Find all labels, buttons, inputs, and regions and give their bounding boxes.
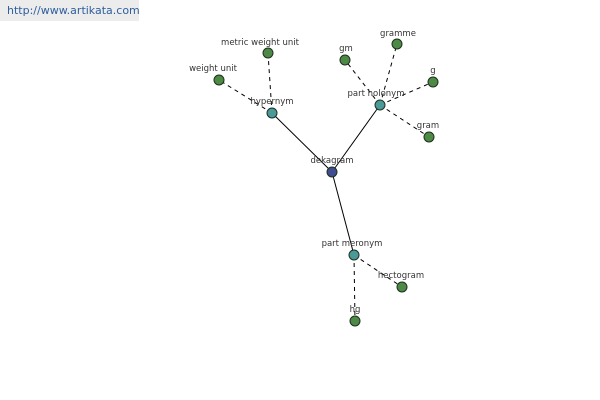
node-label-hypernym[interactable]: hypernym: [250, 97, 293, 107]
node-label-gm[interactable]: gm: [339, 44, 353, 54]
node-hectogram[interactable]: [396, 281, 408, 293]
edge-part-holonym-to-gram: [379, 104, 430, 138]
edge-part-meronym-to-hg: [353, 254, 356, 322]
edge-hypernym-to-weight-unit: [218, 79, 273, 114]
edge-hypernym-to-metric-weight-unit: [267, 52, 273, 114]
node-label-hectogram[interactable]: hectogram: [378, 271, 424, 281]
node-part-holonym[interactable]: [374, 99, 386, 111]
graph-edges: [218, 43, 434, 322]
edge-dekagram-to-part-meronym: [331, 171, 355, 256]
node-label-gramme[interactable]: gramme: [380, 29, 416, 39]
node-metric-weight-unit[interactable]: [262, 47, 274, 59]
node-gram[interactable]: [423, 131, 435, 143]
node-label-part-meronym[interactable]: part meronym: [322, 239, 383, 249]
edge-dekagram-to-part-holonym: [331, 104, 381, 173]
node-hypernym[interactable]: [266, 107, 278, 119]
node-hg[interactable]: [349, 315, 361, 327]
node-label-dekagram[interactable]: dekagram: [311, 156, 354, 166]
node-weight-unit[interactable]: [213, 74, 225, 86]
node-label-weight-unit[interactable]: weight unit: [189, 64, 237, 74]
edge-part-holonym-to-gm: [344, 59, 381, 106]
edge-part-holonym-to-gramme: [379, 43, 398, 106]
edge-part-meronym-to-hectogram: [353, 254, 403, 288]
node-label-part-holonym[interactable]: part holonym: [348, 89, 405, 99]
edge-dekagram-to-hypernym: [271, 112, 333, 173]
graph-labels: dekagram hypernym part holonym part meronym…: [189, 29, 439, 315]
node-g[interactable]: [427, 76, 439, 88]
graph-nodes: [213, 38, 439, 327]
node-label-metric-weight-unit[interactable]: metric weight unit: [221, 38, 300, 48]
node-dekagram[interactable]: [326, 166, 338, 178]
node-label-gram[interactable]: gram: [417, 121, 439, 131]
node-label-g[interactable]: g: [430, 66, 435, 76]
node-label-hg[interactable]: hg: [350, 305, 361, 315]
edge-part-holonym-to-g: [379, 81, 434, 106]
node-gramme[interactable]: [391, 38, 403, 50]
node-gm[interactable]: [339, 54, 351, 66]
node-part-meronym[interactable]: [348, 249, 360, 261]
site-url-link[interactable]: http://www.artikata.com: [7, 4, 140, 17]
url-banner: http://www.artikata.com: [0, 0, 140, 21]
